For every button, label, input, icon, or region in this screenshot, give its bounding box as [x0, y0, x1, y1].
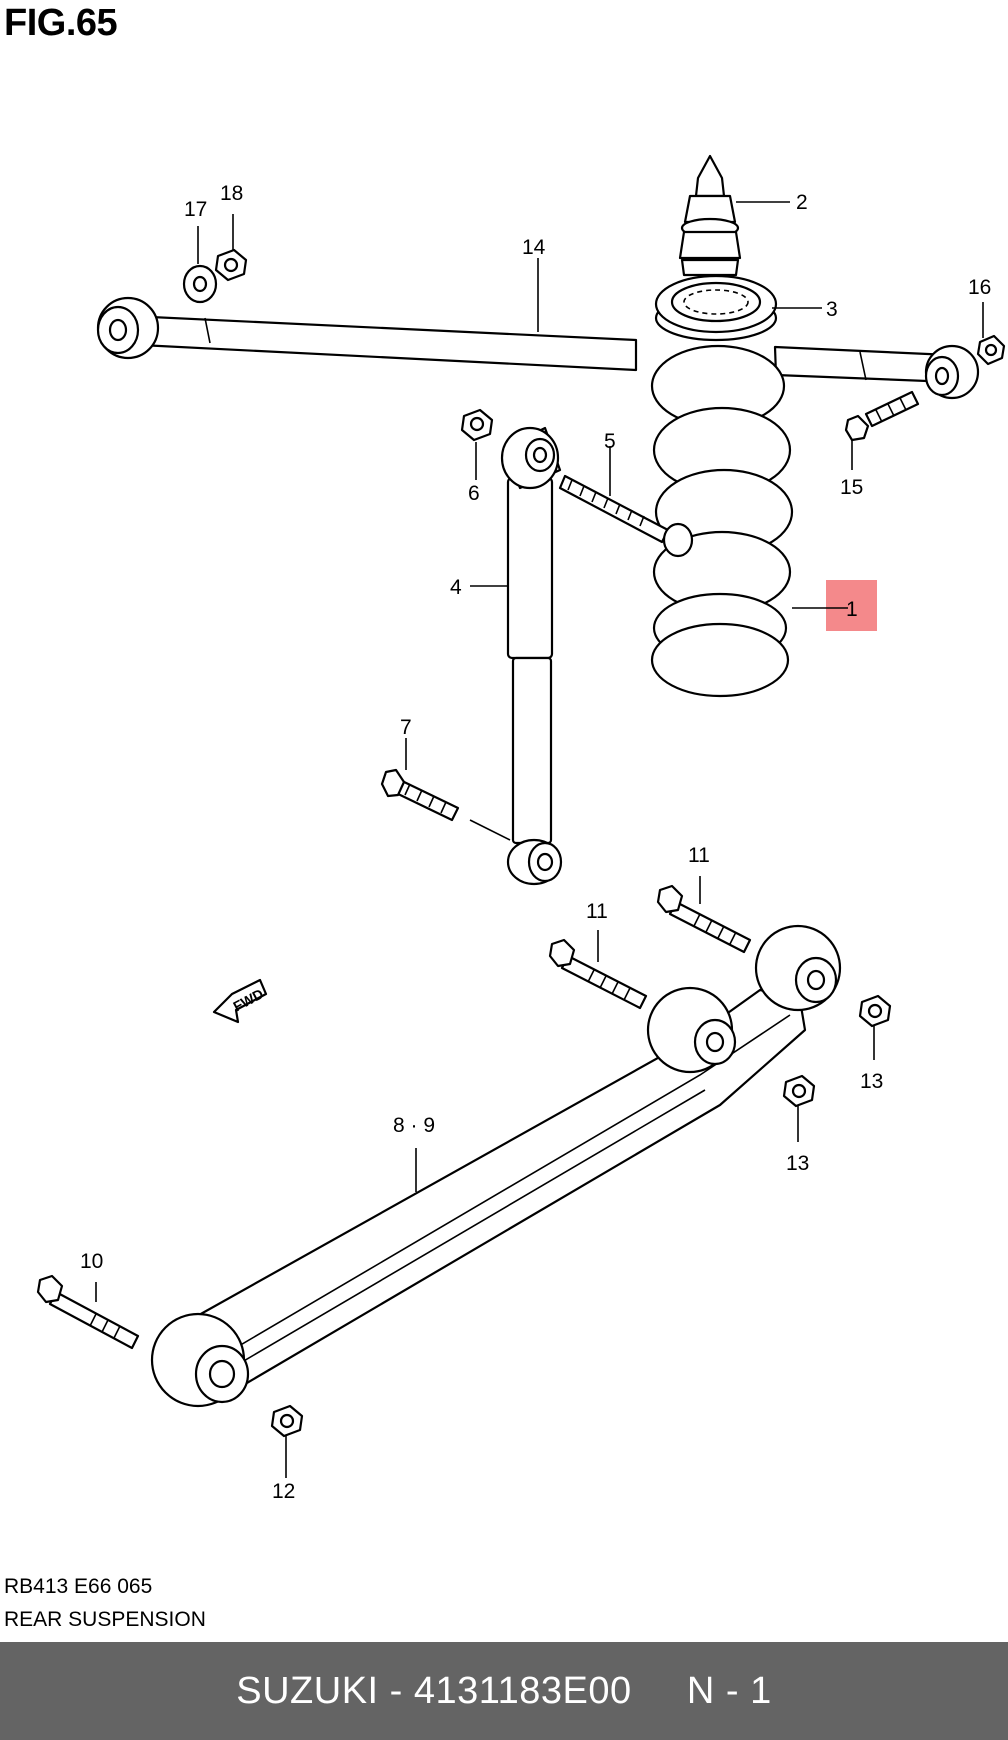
- coil-spring: [650, 344, 794, 698]
- label-part-16: 16: [968, 276, 991, 299]
- part-1-highlight: [826, 580, 877, 631]
- label-part-6: 6: [468, 482, 480, 505]
- label-part-12: 12: [272, 1480, 295, 1503]
- nut-12: [270, 1404, 304, 1438]
- bolt-11b: [548, 938, 648, 1010]
- label-part-1: 1: [846, 598, 858, 621]
- label-part-11-upper: 11: [688, 844, 710, 867]
- nut-13a: [858, 994, 892, 1028]
- washer-17: [182, 264, 218, 304]
- nut-18: [214, 248, 248, 282]
- label-part-13-upper: 13: [860, 1070, 883, 1093]
- lateral-rod: [96, 296, 980, 400]
- leader-lines: [95, 201, 984, 1478]
- footer-part-number: SUZUKI - 4131183E00 N - 1: [236, 1670, 772, 1712]
- rear-suspension-diagram: FWD 1 2 3 4 5 6 7 8 · 9 10 11: [36, 154, 1006, 1503]
- label-part-10: 10: [80, 1250, 103, 1273]
- spring-seat: [654, 274, 778, 342]
- label-part-7: 7: [400, 716, 412, 739]
- label-part-8-9: 8 · 9: [393, 1114, 435, 1137]
- label-part-11-lower: 11: [586, 900, 608, 923]
- label-part-4: 4: [450, 576, 462, 599]
- figure-code: RB413 E66 065: [4, 1575, 153, 1598]
- label-part-3: 3: [826, 298, 838, 321]
- footer-bar: SUZUKI - 4131183E00 N - 1: [0, 1642, 1008, 1740]
- label-part-18: 18: [220, 182, 243, 205]
- label-part-14: 14: [522, 236, 546, 259]
- nut-13b: [782, 1074, 816, 1108]
- label-part-15: 15: [840, 476, 863, 499]
- nut-6: [460, 408, 494, 442]
- shock-absorber: [500, 426, 563, 886]
- callout-labels: 1 2 3 4 5 6 7 8 · 9 10 11 11 12 13 13 14…: [80, 182, 991, 1503]
- label-part-5: 5: [604, 430, 616, 453]
- shock-lower-bolt: [380, 768, 460, 822]
- rod-bolt-15: [844, 390, 920, 442]
- bump-stopper: [678, 154, 742, 277]
- nut-16: [976, 334, 1006, 366]
- shock-upper-bolt: [558, 474, 694, 558]
- label-part-13-lower: 13: [786, 1152, 809, 1175]
- label-part-17: 17: [184, 198, 207, 221]
- label-part-2: 2: [796, 191, 808, 214]
- fwd-arrow-icon: FWD: [212, 978, 268, 1024]
- section-title: REAR SUSPENSION: [4, 1608, 206, 1631]
- bolt-10: [36, 1274, 140, 1350]
- trailing-arm: [150, 924, 842, 1408]
- figure-title: FIG.65: [4, 2, 118, 44]
- bolt-11a: [656, 884, 752, 954]
